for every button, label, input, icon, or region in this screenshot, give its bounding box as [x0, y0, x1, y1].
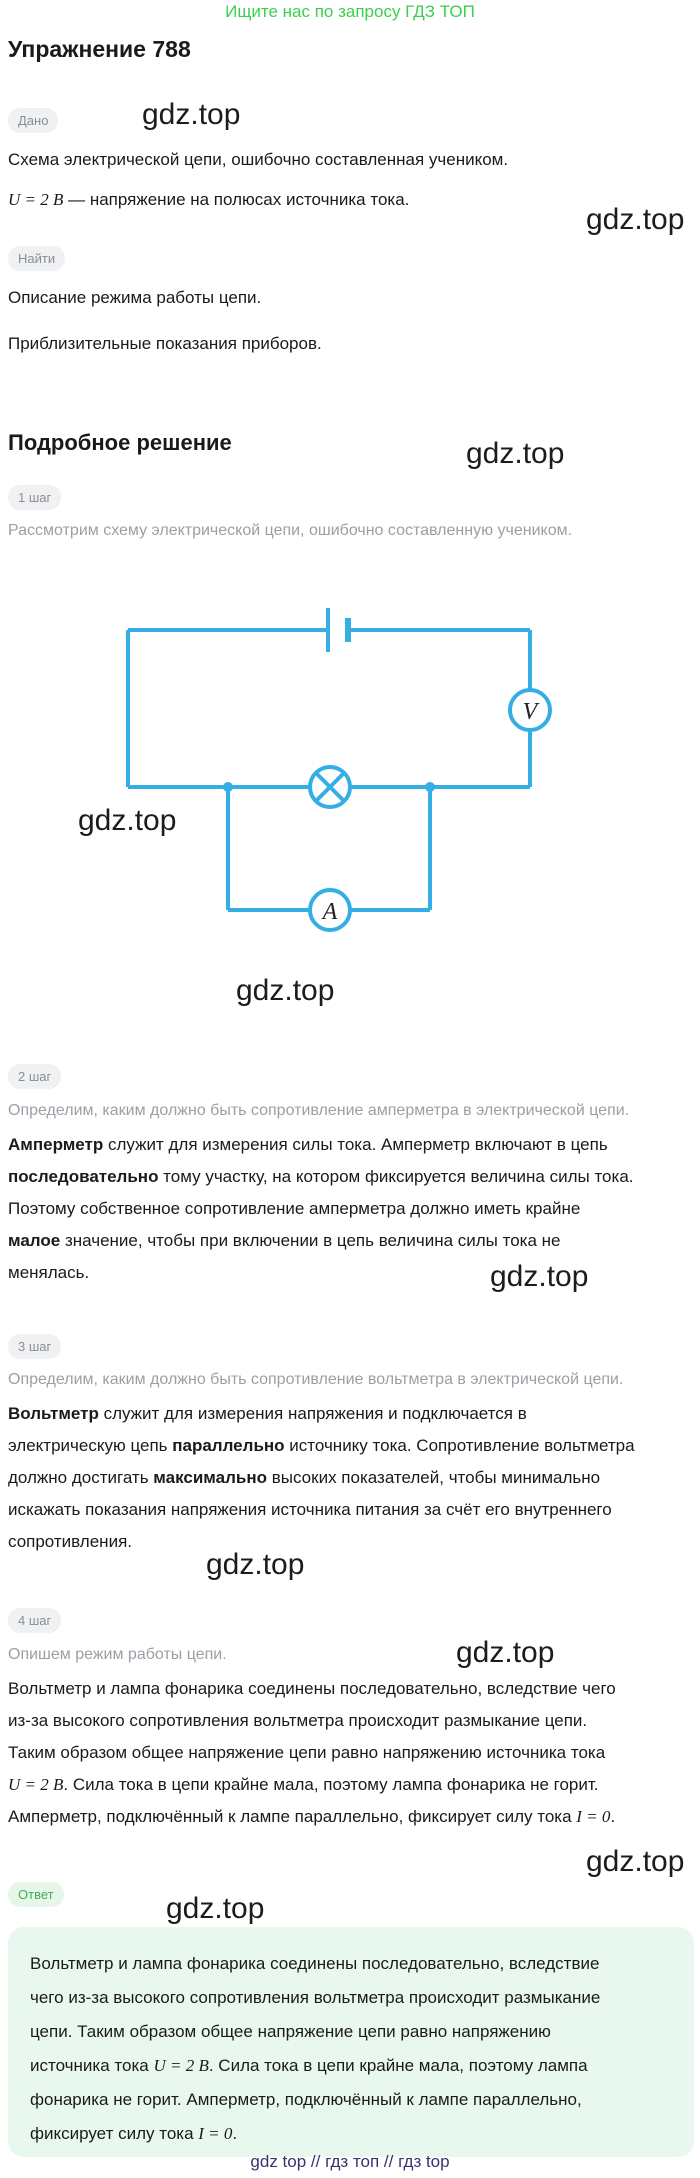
- step-3-text-3b: высоких показателей, чтобы минимально: [267, 1468, 601, 1487]
- footer: gdz top // гдз топ // гдз top: [250, 2152, 450, 2171]
- step-2-line-4: малое значение, чтобы при включении в це…: [8, 1226, 561, 1256]
- step-4-text-4: . Сила тока в цепи крайне мала, поэтому …: [63, 1775, 599, 1794]
- watermark: gdz.top: [490, 1260, 589, 1293]
- step-3-bold-2: параллельно: [172, 1436, 285, 1455]
- step-2-text-2: тому участку, на котором фиксируется вел…: [158, 1167, 634, 1186]
- step-4-line-3: Таким образом общее напряжение цепи равн…: [8, 1743, 606, 1762]
- answer-line-3: цепи. Таким образом общее напряжение цеп…: [30, 2022, 551, 2041]
- step-4-line-4: U = 2 В. Сила тока в цепи крайне мала, п…: [8, 1770, 599, 1800]
- step-2-chip: 2 шаг: [8, 1064, 62, 1089]
- answer-text-6-end: .: [232, 2124, 238, 2143]
- answer-text-6: фиксирует силу тока: [30, 2124, 199, 2143]
- step-2-line-3: Поэтому собственное сопротивление амперм…: [8, 1199, 581, 1218]
- step-2-text-1: служит для измерения силы тока. Ампермет…: [103, 1135, 608, 1154]
- junction-right: [425, 782, 435, 792]
- circuit-diagram: V A: [126, 608, 552, 932]
- watermark: gdz.top: [166, 1892, 265, 1925]
- step-2-lead: Определим, каким должно быть сопротивлен…: [8, 1102, 630, 1119]
- step-3-text-2a: электрическую цепь: [8, 1436, 173, 1455]
- step-2-bold-4: малое: [8, 1231, 61, 1250]
- step-4-line-2: из-за высокого сопротивления вольтметра …: [8, 1711, 588, 1730]
- watermark: gdz.top: [586, 203, 685, 236]
- step-3-bold-1: Вольтметр: [8, 1404, 99, 1423]
- step-2-text-4: значение, чтобы при включении в цепь вел…: [60, 1231, 561, 1250]
- watermark: gdz.top: [586, 1845, 685, 1878]
- find-line-2: Приблизительные показания приборов.: [8, 334, 322, 353]
- step-4-chip: 4 шаг: [8, 1608, 62, 1633]
- step-4-lead: Опишем режим работы цепи.: [8, 1646, 227, 1663]
- top-banner: Ищите нас по запросу ГДЗ ТОП: [225, 2, 475, 21]
- step-3-line-4: искажать показания напряжения источника …: [8, 1500, 612, 1519]
- step-2-line-2: последовательно тому участку, на котором…: [8, 1162, 634, 1192]
- answer-line-2: чего из-за высокого сопротивления вольтм…: [30, 1988, 601, 2007]
- step-2-bold-2: последовательно: [8, 1167, 159, 1186]
- answer-math-2: I = 0: [198, 2124, 233, 2143]
- answer-math-1: U = 2 В: [153, 2056, 209, 2075]
- step-3-text-1: служит для измерения напряжения и подклю…: [98, 1404, 527, 1423]
- answer-text-4: источника тока: [30, 2056, 154, 2075]
- step-2-line-5: менялась.: [8, 1263, 90, 1282]
- voltmeter-label: V: [523, 699, 540, 725]
- page-title: Упражнение 788: [8, 36, 191, 62]
- watermark: gdz.top: [142, 98, 241, 131]
- step-4-math-1: U = 2 В: [8, 1775, 64, 1794]
- given-line-2: U = 2 В — напряжение на полюсах источник…: [8, 185, 409, 215]
- junction-left: [223, 782, 233, 792]
- answer-line-4: источника тока U = 2 В. Сила тока в цепи…: [30, 2049, 672, 2083]
- watermark: gdz.top: [206, 1548, 305, 1581]
- answer-line-6: фиксирует силу тока I = 0.: [30, 2117, 672, 2151]
- step-1-lead: Рассмотрим схему электрической цепи, оши…: [8, 522, 573, 539]
- step-1-chip: 1 шаг: [8, 485, 62, 510]
- step-3-line-2: электрическую цепь параллельно источнику…: [8, 1431, 635, 1461]
- given-line-1: Схема электрической цепи, ошибочно соста…: [8, 150, 509, 169]
- step-3-text-2b: источнику тока. Сопротивление вольтметра: [284, 1436, 635, 1455]
- watermark: gdz.top: [236, 974, 335, 1007]
- ammeter-label: A: [321, 899, 338, 925]
- step-4-line-5: Амперметр, подключённый к лампе параллел…: [8, 1802, 615, 1832]
- watermark: gdz.top: [456, 1636, 555, 1669]
- step-2-line-1: Амперметр служит для измерения силы тока…: [8, 1130, 608, 1160]
- watermark: gdz.top: [78, 804, 177, 837]
- find-chip: Найти: [8, 246, 66, 271]
- step-3-line-3: должно достигать максимально высоких пок…: [8, 1463, 600, 1493]
- answer-box: Вольтметр и лампа фонарика соединены пос…: [8, 1927, 694, 2157]
- given-line-2-text: — напряжение на полюсах источника тока.: [63, 190, 410, 209]
- step-2-bold-1: Амперметр: [8, 1135, 104, 1154]
- answer-line-5: фонарика не горит. Амперметр, подключённ…: [30, 2090, 582, 2109]
- answer-chip: Ответ: [8, 1882, 64, 1907]
- solution-title: Подробное решение: [8, 430, 232, 455]
- step-3-bold-3: максимально: [153, 1468, 268, 1487]
- voltmeter-icon: [508, 688, 552, 732]
- step-3-lead: Определим, каким должно быть сопротивлен…: [8, 1371, 624, 1388]
- step-4-text-5-end: .: [610, 1807, 616, 1826]
- find-line-1: Описание режима работы цепи.: [8, 288, 262, 307]
- given-chip: Дано: [8, 108, 59, 133]
- given-math: U = 2 В: [8, 190, 64, 209]
- step-3-line-5: сопротивления.: [8, 1532, 132, 1551]
- answer-text-4-end: . Сила тока в цепи крайне мала, поэтому …: [208, 2056, 588, 2075]
- ammeter-icon: [308, 888, 352, 932]
- answer-line-1: Вольтметр и лампа фонарика соединены пос…: [30, 1954, 600, 1973]
- step-4-line-1: Вольтметр и лампа фонарика соединены пос…: [8, 1679, 616, 1698]
- step-4-text-5: Амперметр, подключённый к лампе параллел…: [8, 1807, 577, 1826]
- step-4-math-2: I = 0: [576, 1807, 611, 1826]
- step-3-line-1: Вольтметр служит для измерения напряжени…: [8, 1399, 527, 1429]
- step-3-text-3a: должно достигать: [8, 1468, 154, 1487]
- watermark: gdz.top: [466, 437, 565, 470]
- step-3-chip: 3 шаг: [8, 1334, 62, 1359]
